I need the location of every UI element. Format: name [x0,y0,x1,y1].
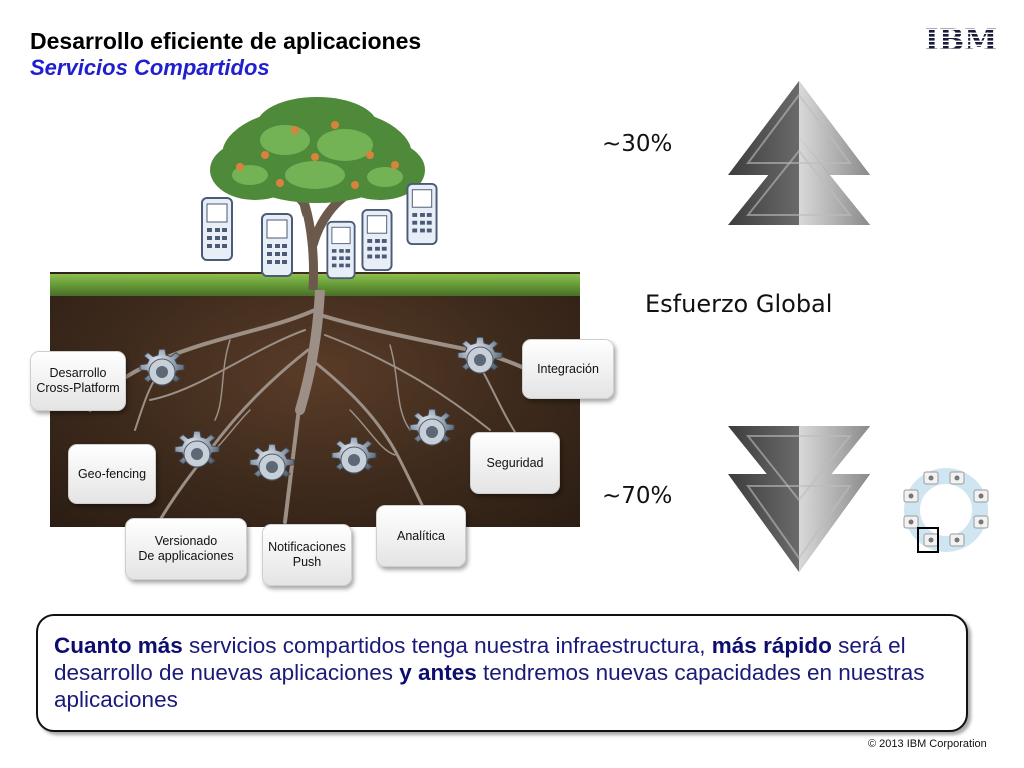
gear-icon [400,400,464,464]
bottom-percent: ~70% [602,483,673,509]
slide-title: Desarrollo eficiente de aplicaciones [30,28,422,54]
svg-text:IBM: IBM [926,23,996,54]
label-seguridad: Seguridad [470,432,560,494]
callout-text-6: tendremos nuevas capacidades en nuestras… [54,660,925,712]
callout-text-4: será el desarrollo de nuevas aplicacione… [54,633,906,685]
gear-icon [130,340,194,404]
phone-icon [406,182,438,246]
effort-label: Esfuerzo Global [645,290,833,318]
label-analitica: Analítica [376,505,466,567]
gear-icon [322,428,386,492]
summary-callout: Cuanto más servicios compartidos tenga n… [36,614,968,732]
phone-icon [261,213,293,277]
top-percent: ~30% [602,131,673,157]
callout-bold-1: Cuanto más [54,633,183,658]
callout-bold-3: más rápido [711,633,832,658]
phone-icon [201,197,233,261]
phone-icon [326,220,356,280]
gear-icon [240,435,304,499]
copyright-text: © 2013 IBM Corporation [868,738,987,750]
label-geo-fencing: Geo-fencing [68,444,156,504]
phone-icon [361,208,393,272]
label-cross-platform: Desarrollo Cross-Platform [30,351,126,411]
label-integracion: Integración [522,339,614,399]
tree-icon [210,97,425,290]
label-versionado: Versionado De applicaciones [125,518,247,580]
gear-icon [448,328,512,392]
callout-text-2: servicios compartidos tenga nuestra infr… [182,633,712,658]
service-ring-icon [903,468,989,553]
slide-subtitle: Servicios Compartidos [30,55,270,80]
callout-bold-5: y antes [399,660,477,685]
ibm-logo: IBM [926,23,996,54]
gear-icon [165,422,229,486]
arrow-up-icon [728,81,870,225]
arrow-down-icon [728,426,870,572]
label-notificaciones: Notificaciones Push [262,524,352,586]
